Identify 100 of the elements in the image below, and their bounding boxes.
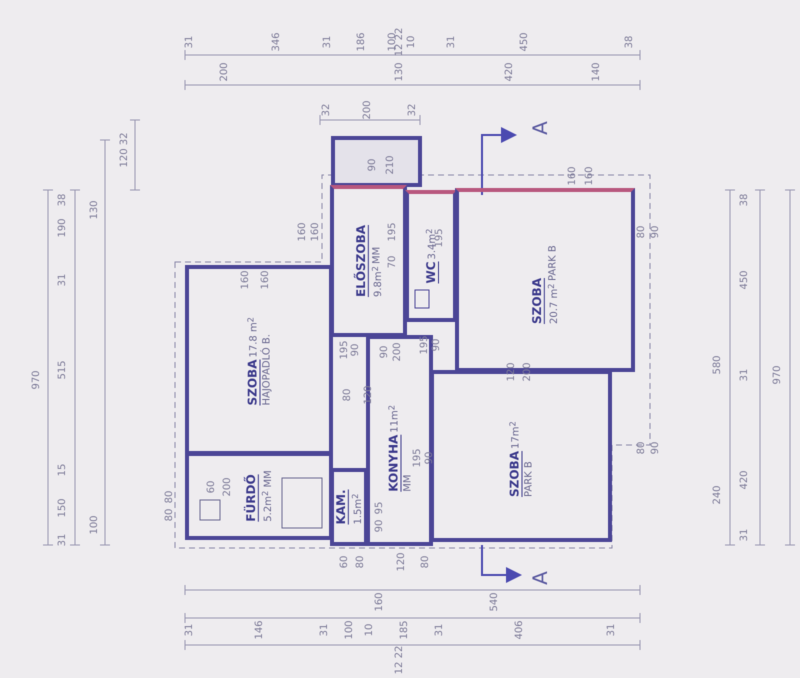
dimension-value: 31 — [447, 36, 457, 48]
dimension-value: 15 — [58, 464, 68, 476]
dimension-value: 450 — [740, 270, 750, 290]
dimension-value: 160 — [261, 270, 271, 290]
dimension-value: 31 — [185, 624, 195, 636]
dimension-value: 80 — [356, 556, 366, 568]
dimension-value: 120 — [364, 385, 374, 405]
dimension-value: 12 22 — [395, 28, 405, 56]
dimension-value: 90 — [651, 442, 661, 454]
dimension-value: 195 — [413, 448, 423, 468]
dimension-value: 80 — [637, 442, 647, 454]
dimension-value: 450 — [520, 32, 530, 52]
dimension-value: 31 — [607, 624, 617, 636]
dimension-value: 120 — [507, 362, 517, 382]
room-name: KAM. — [334, 489, 348, 525]
dimension-value: 120 32 — [120, 132, 130, 168]
dimension-value: 130 — [90, 200, 100, 220]
dimension-value: 31 — [185, 36, 195, 48]
dimension-value: 200 — [220, 62, 230, 82]
dimension-value: 420 — [740, 470, 750, 490]
dimension-value: 580 — [713, 355, 723, 375]
dimension-value: 200 — [363, 100, 373, 120]
dimension-value: 80 — [421, 556, 431, 568]
dimension-value: 195 — [388, 222, 398, 242]
dimension-value: 90 — [425, 452, 435, 464]
dimension-value: 200 — [523, 362, 533, 382]
dimension-value: 31 — [58, 534, 68, 546]
room-note: MM — [371, 246, 382, 264]
room-walls — [405, 190, 457, 322]
room-note: PARK B — [548, 246, 558, 282]
dimension-value: 146 — [255, 620, 265, 640]
dimension-value: 32 — [408, 104, 418, 116]
dimension-value: 80 — [165, 490, 175, 504]
dimension-value: 160 — [311, 222, 321, 242]
dimension-value: 190 — [58, 218, 68, 238]
dimension-value: 140 — [592, 62, 602, 82]
dimension-value: 38 — [625, 36, 635, 48]
dimension-value: 38 — [58, 194, 68, 206]
dimension-value: 200 — [223, 477, 233, 497]
dimension-value: 195 — [340, 340, 350, 360]
dimension-value: 12 22 — [395, 646, 405, 674]
dimension-value: 70 — [388, 256, 398, 268]
dimension-value: 100 — [90, 515, 100, 535]
dimension-value: 515 — [58, 360, 68, 380]
room-walls — [330, 185, 407, 337]
room-name: FÜRDŐ — [244, 474, 258, 522]
dimension-value: 60 — [340, 556, 350, 568]
section-marker: A — [530, 571, 550, 585]
dimension-value: 31 — [740, 528, 750, 542]
room-name: SZOBA — [246, 360, 260, 406]
room-name: SZOBA — [530, 278, 544, 324]
dimension-value: 970 — [773, 365, 783, 385]
dimension-value: 80 — [637, 226, 647, 238]
dimension-value: 120 — [397, 552, 407, 572]
dimension-value: 420 — [505, 62, 515, 82]
dimension-value: 32 — [322, 104, 332, 116]
dimension-value: 31 — [323, 36, 333, 48]
dimension-value: 160 — [568, 166, 578, 186]
dimension-value: 210 — [386, 155, 396, 175]
dimension-value: 150 — [58, 498, 68, 518]
room-walls — [185, 265, 333, 455]
dimension-value: 406 — [515, 620, 525, 640]
dimension-value: 31 — [58, 274, 68, 286]
room-name: SZOBA — [508, 451, 522, 497]
dimension-value: 90 — [368, 158, 378, 172]
dimension-value: 10 — [365, 624, 375, 636]
dimension-value: 100 — [345, 620, 355, 640]
room-note: MM — [402, 474, 414, 492]
dimension-value: 90 — [380, 346, 390, 358]
dimension-value: 31 — [320, 624, 330, 636]
room-name: ELŐSZOBA — [353, 224, 368, 298]
dimension-value: 130 — [395, 62, 405, 82]
dimension-value: 90 — [432, 338, 442, 352]
section-marker: A — [530, 121, 550, 135]
room-note: PARK B — [524, 461, 535, 497]
dimension-value: 31 — [740, 368, 750, 382]
dimension-value: 160 — [585, 166, 595, 186]
room-walls — [185, 452, 333, 540]
room-name: KONYHA — [386, 434, 400, 492]
dimension-value: 10 — [407, 36, 417, 48]
dimension-value: 90 — [375, 520, 385, 532]
dimension-value: 60 — [207, 480, 217, 494]
dimension-value: 160 — [298, 222, 308, 242]
dimension-value: 80 — [165, 508, 175, 522]
dimension-value: 346 — [272, 32, 282, 52]
dimension-value: 90 — [351, 344, 361, 356]
dimension-value: 195 — [435, 228, 445, 248]
room-walls — [330, 468, 368, 546]
dimension-value: 540 — [490, 592, 500, 612]
room-name: WC — [424, 261, 438, 284]
dimension-value: 160 — [375, 592, 385, 612]
dimension-value: 38 — [740, 194, 750, 206]
dimension-value: 80 — [343, 388, 353, 402]
dimension-value: 185 — [400, 620, 410, 640]
dimension-value: 240 — [713, 485, 723, 505]
dimension-value: 31 — [435, 624, 445, 636]
room-note: HAJOPADLÓ B. — [262, 334, 273, 406]
dimension-value: 95 — [375, 502, 385, 514]
dimension-value: 186 — [357, 32, 367, 52]
dimension-value: 200 — [393, 342, 403, 362]
